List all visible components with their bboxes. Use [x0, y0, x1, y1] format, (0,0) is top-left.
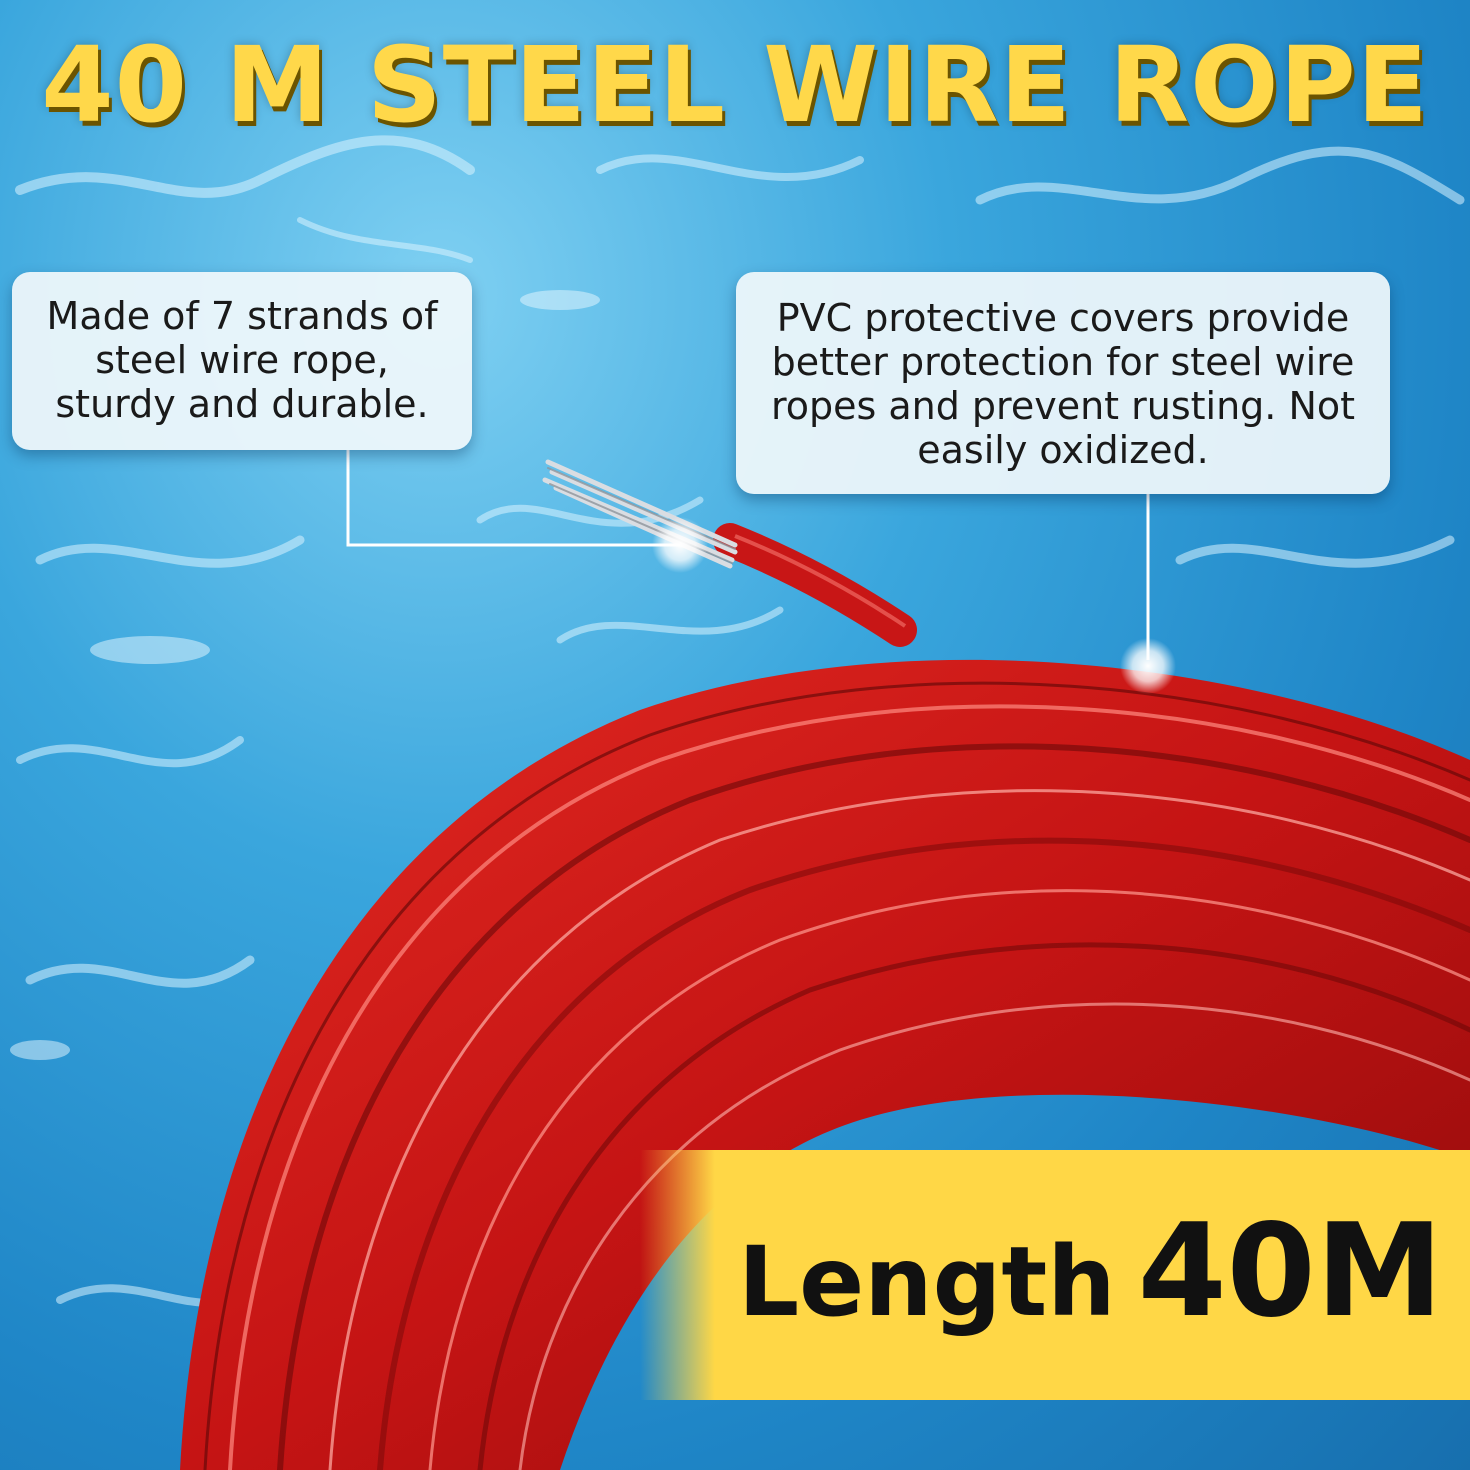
length-banner — [640, 1150, 1470, 1400]
page-title: 40 M STEEL WIRE ROPE — [41, 24, 1429, 146]
length-value: 40M — [1137, 1197, 1444, 1346]
pointer-dot — [652, 517, 708, 573]
callout-line: ropes and prevent rusting. Not — [770, 384, 1356, 428]
callout-line: easily oxidized. — [917, 428, 1209, 472]
coiled-rope-image — [180, 459, 1470, 1470]
callout-line: sturdy and durable. — [55, 382, 429, 426]
callout-line: steel wire rope, — [95, 338, 389, 382]
length-label: Length — [738, 1226, 1116, 1338]
callout-line: Made of 7 strands of — [46, 294, 438, 338]
callout-strands: Made of 7 strands of steel wire rope, st… — [12, 272, 472, 450]
callout-line: PVC protective covers provide — [776, 296, 1350, 340]
pointer-dot — [1120, 638, 1176, 694]
callout-pvc-cover: PVC protective covers provide better pro… — [736, 272, 1390, 494]
callout-line: better protection for steel wire — [771, 340, 1355, 384]
